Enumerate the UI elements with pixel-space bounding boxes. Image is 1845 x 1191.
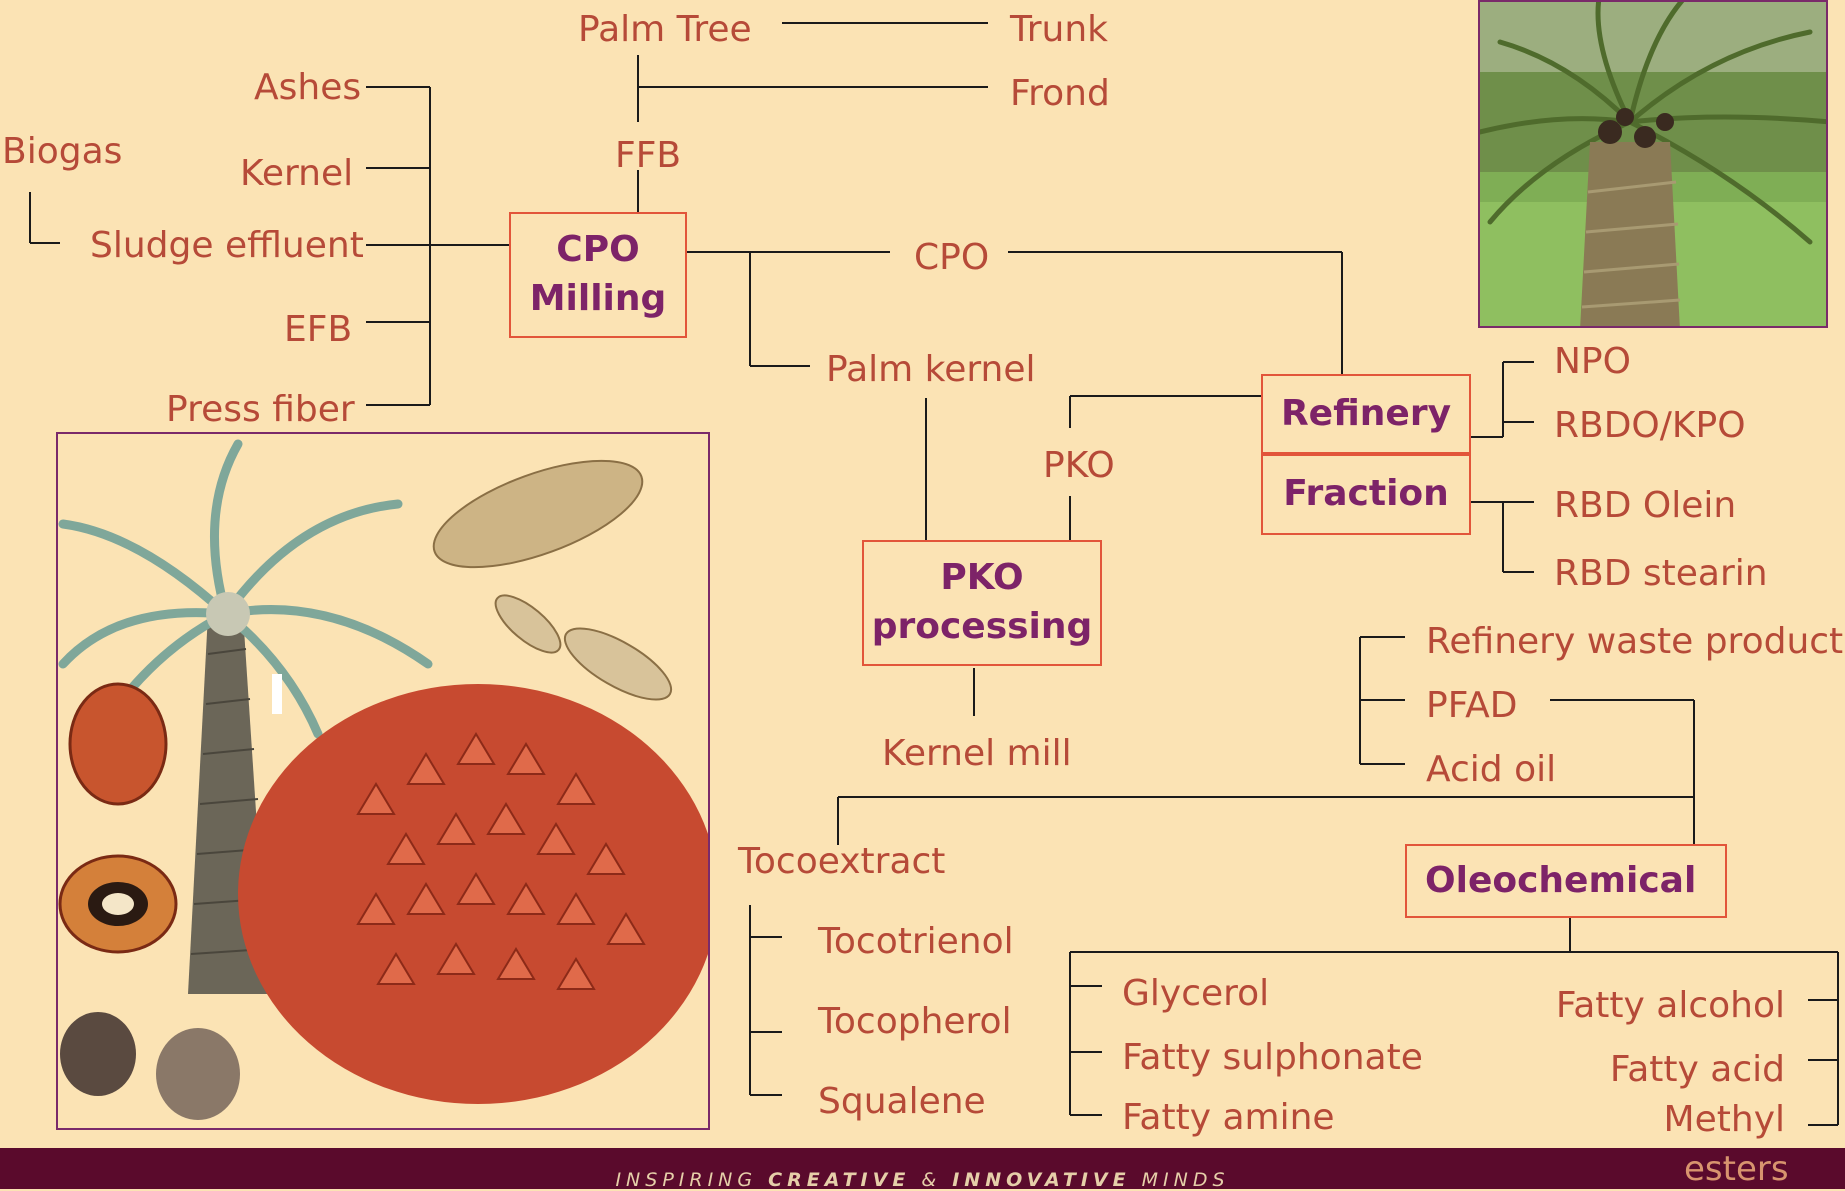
node-fatty-sulphonate: Fatty sulphonate (1122, 1040, 1423, 1076)
box-cpo-milling-line2: Milling (530, 275, 667, 324)
node-efb: EFB (284, 312, 352, 348)
node-refinery-waste: Refinery waste product (1426, 624, 1843, 660)
node-trunk: Trunk (1010, 12, 1108, 48)
node-kernel: Kernel (240, 156, 353, 192)
palm-tree-photo (1478, 0, 1828, 328)
node-squalene: Squalene (818, 1084, 986, 1120)
node-sludge-effluent: Sludge effluent (90, 228, 364, 264)
node-palm-kernel: Palm kernel (826, 352, 1036, 388)
node-ashes: Ashes (254, 70, 361, 106)
box-fraction: Fraction (1261, 454, 1471, 535)
palm-fruit-illustration (56, 432, 710, 1130)
node-biogas: Biogas (2, 134, 122, 170)
box-pko-processing-line2: processing (872, 603, 1093, 652)
node-pko: PKO (1043, 448, 1115, 484)
node-frond: Frond (1010, 76, 1110, 112)
node-esters: esters (1684, 1152, 1789, 1186)
footer-tagline-part2: CREATIVE (768, 1169, 910, 1191)
box-refinery: Refinery (1261, 374, 1471, 454)
node-fatty-acid: Fatty acid (1610, 1052, 1785, 1088)
node-press-fiber: Press fiber (166, 392, 355, 428)
node-palm-tree: Palm Tree (578, 12, 752, 48)
node-rbd-olein: RBD Olein (1554, 488, 1736, 524)
node-fatty-alcohol: Fatty alcohol (1556, 988, 1785, 1024)
box-oleochemical: Oleochemical (1405, 844, 1727, 918)
footer-tagline-part3: & (910, 1169, 952, 1191)
node-tocopherol: Tocopherol (818, 1004, 1012, 1040)
node-tocotrienol: Tocotrienol (818, 924, 1014, 960)
box-pko-processing-line1: PKO (872, 554, 1093, 603)
footer-tagline-part5: MINDS (1131, 1169, 1230, 1191)
node-rbd-stearin: RBD stearin (1554, 556, 1768, 592)
node-pfad: PFAD (1426, 688, 1517, 724)
footer-tagline: INSPIRING CREATIVE & INNOVATIVE MINDS (0, 1169, 1845, 1191)
node-methyl: Methyl (1664, 1102, 1785, 1138)
node-ffb: FFB (615, 138, 681, 174)
footer-tagline-part4: INNOVATIVE (952, 1169, 1130, 1191)
node-glycerol: Glycerol (1122, 976, 1269, 1012)
node-acid-oil: Acid oil (1426, 752, 1556, 788)
footer-tagline-part1: INSPIRING (615, 1169, 768, 1191)
node-npo: NPO (1554, 344, 1631, 380)
node-cpo: CPO (914, 240, 989, 276)
node-kernel-mill: Kernel mill (882, 736, 1072, 772)
node-tocoextract: Tocoextract (738, 844, 945, 880)
node-fatty-amine: Fatty amine (1122, 1100, 1335, 1136)
node-rbdo-kpo: RBDO/KPO (1554, 408, 1746, 444)
box-cpo-milling-line1: CPO (530, 226, 667, 275)
